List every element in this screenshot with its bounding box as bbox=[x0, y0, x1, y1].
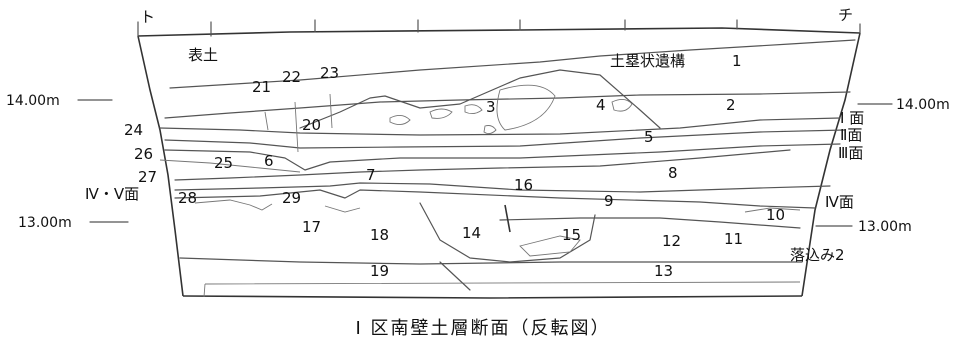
layer-label: 29 bbox=[282, 189, 301, 207]
layer-label: 14 bbox=[462, 224, 481, 242]
layer-label: 1 bbox=[732, 52, 742, 70]
layer-label: 9 bbox=[604, 192, 614, 210]
layer-label: 13 bbox=[654, 262, 673, 280]
annotation-pit: 落込み2 bbox=[790, 246, 845, 264]
annotation-surface-2: Ⅱ面 bbox=[840, 126, 862, 144]
layer-label: 7 bbox=[366, 166, 376, 184]
layer-label: 11 bbox=[724, 230, 743, 248]
layer-label: 20 bbox=[302, 116, 321, 134]
annotation-surface-4: Ⅳ面 bbox=[825, 193, 854, 211]
layer-label: 22 bbox=[282, 68, 301, 86]
layer-label: 25 bbox=[214, 154, 233, 172]
section-outline bbox=[137, 27, 861, 299]
annotation-surface-1: I 面 bbox=[840, 109, 864, 127]
layer-label: 10 bbox=[766, 206, 785, 224]
layer-label: 21 bbox=[252, 78, 271, 96]
elevation-label-upper-left: 14.00m bbox=[6, 93, 60, 109]
layer-label: 12 bbox=[662, 232, 681, 250]
layer-label: 27 bbox=[138, 168, 157, 186]
annotation-surface-4-5: Ⅳ・Ⅴ面 bbox=[85, 185, 139, 203]
layer-label: 5 bbox=[644, 128, 654, 146]
annotation-topsoil: 表土 bbox=[188, 46, 218, 64]
elevation-label-lower-left: 13.00m bbox=[18, 215, 72, 231]
layer-label: 4 bbox=[596, 96, 606, 114]
layer-boundaries bbox=[159, 39, 856, 291]
corner-label-right: チ bbox=[838, 6, 853, 24]
layer-label: 15 bbox=[562, 226, 581, 244]
corner-label-left: ト bbox=[140, 8, 155, 26]
layer-label: 16 bbox=[514, 176, 533, 194]
layer-label: 19 bbox=[370, 262, 389, 280]
diagram-caption: I 区南壁土層断面（反転図） bbox=[355, 318, 610, 339]
layer-number-labels: 1 2 3 4 5 6 7 8 9 10 11 12 13 14 15 16 1… bbox=[124, 52, 785, 280]
elevation-label-lower-right: 13.00m bbox=[858, 219, 912, 235]
annotation-earthwork: 土塁状遺構 bbox=[610, 52, 685, 70]
layer-label: 18 bbox=[370, 226, 389, 244]
layer-label: 8 bbox=[668, 164, 678, 182]
layer-label: 26 bbox=[134, 145, 153, 163]
elevation-label-upper-right: 14.00m bbox=[896, 97, 950, 113]
layer-label: 23 bbox=[320, 64, 339, 82]
layer-label: 6 bbox=[264, 152, 274, 170]
elevation-ticks bbox=[77, 99, 893, 227]
top-grid-ticks bbox=[137, 19, 861, 37]
layer-label: 24 bbox=[124, 121, 143, 139]
layer-label: 17 bbox=[302, 218, 321, 236]
annotation-surface-3: Ⅲ面 bbox=[838, 144, 863, 162]
layer-label: 3 bbox=[486, 98, 496, 116]
layer-label: 28 bbox=[178, 189, 197, 207]
layer-label: 2 bbox=[726, 96, 736, 114]
